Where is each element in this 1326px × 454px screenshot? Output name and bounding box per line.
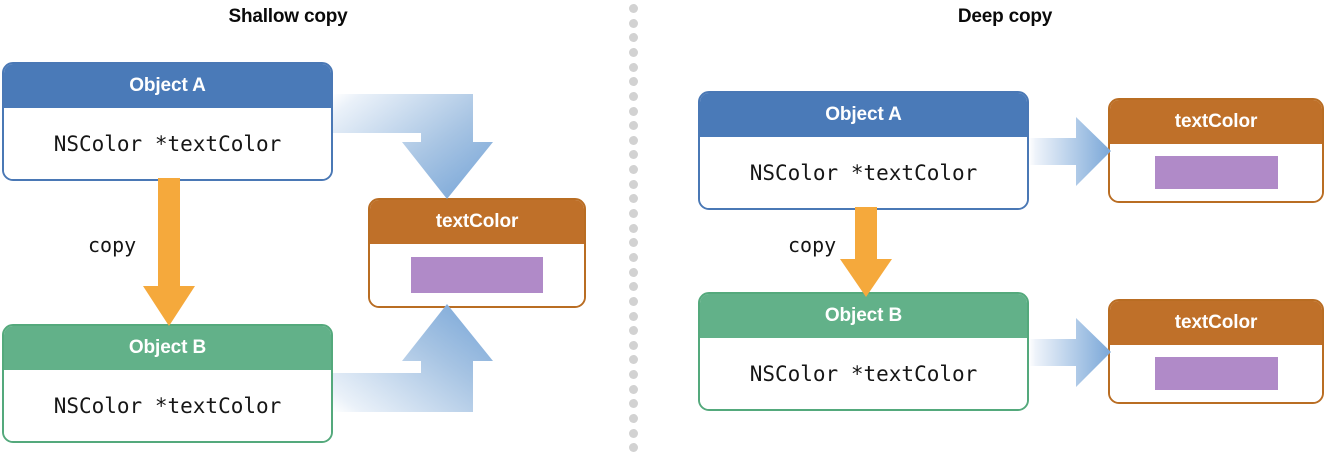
divider-dot [629, 47, 638, 57]
right-textcolor-a-color-swatch [1154, 156, 1278, 189]
divider-dot [629, 194, 638, 204]
divider-dot [629, 62, 638, 72]
divider-dot [629, 370, 638, 380]
left-object-a-body: NSColor *textColor [4, 108, 331, 179]
left-object-b-code: NSColor *textColor [53, 393, 282, 418]
right-object-b-header: Object B [700, 294, 1027, 338]
divider-dot [629, 91, 638, 101]
right-textcolor-b-color-swatch [1154, 357, 1278, 390]
right-textcolor-b-body [1110, 345, 1322, 402]
right-textcolor-b-header: textColor [1110, 301, 1322, 345]
right-copy-label: copy [788, 233, 837, 257]
left-arrow-object-b-to-textcolor [333, 304, 493, 412]
left-panel-title: Shallow copy [228, 6, 348, 27]
divider-dot [629, 179, 638, 189]
right-arrow-object-b-to-textcolor-b [1029, 318, 1111, 387]
divider-dot [629, 326, 638, 336]
divider-dot [629, 121, 638, 131]
divider-dot [629, 135, 638, 145]
divider-dot [629, 399, 638, 409]
divider-dot [629, 340, 638, 350]
divider-dot [629, 384, 638, 394]
divider-dot [629, 33, 638, 43]
divider-dot [629, 223, 638, 233]
left-textcolor-color-swatch [411, 257, 543, 293]
left-object-a-header: Object A [4, 64, 331, 108]
left-arrow-object-a-to-textcolor [333, 94, 493, 199]
right-textcolor-a-header: textColor [1110, 100, 1322, 144]
divider-dot [629, 209, 638, 219]
divider-dot [629, 282, 638, 292]
left-object-b-header: Object B [4, 326, 331, 370]
divider-dot [629, 238, 638, 248]
divider-dot [629, 428, 638, 438]
right-textcolor-a-body [1110, 144, 1322, 201]
divider-dot [629, 4, 638, 13]
divider-dot [629, 267, 638, 277]
right-object-b-body: NSColor *textColor [700, 338, 1027, 409]
left-object-b-card[interactable]: Object B NSColor *textColor [2, 324, 333, 443]
divider-dot [629, 150, 638, 160]
right-object-b-code: NSColor *textColor [749, 361, 978, 386]
divider-dot [629, 18, 638, 28]
dotted-vertical-divider [628, 0, 640, 454]
left-object-a-card[interactable]: Object A NSColor *textColor [2, 62, 333, 181]
right-object-b-card[interactable]: Object B NSColor *textColor [698, 292, 1029, 411]
divider-dot [629, 165, 638, 175]
right-copy-arrow [840, 207, 892, 297]
right-arrow-object-a-to-textcolor-a [1029, 117, 1111, 186]
right-textcolor-b-card[interactable]: textColor [1108, 299, 1324, 404]
left-object-b-body: NSColor *textColor [4, 370, 331, 441]
divider-dot [629, 311, 638, 321]
left-textcolor-card[interactable]: textColor [368, 198, 586, 308]
right-object-a-header: Object A [700, 93, 1027, 137]
left-textcolor-body [370, 244, 584, 306]
divider-dot [629, 106, 638, 116]
divider-dot [629, 296, 638, 306]
left-copy-arrow [143, 178, 195, 326]
divider-dot [629, 355, 638, 365]
divider-dot [629, 414, 638, 424]
left-copy-label: copy [88, 233, 137, 257]
right-object-a-code: NSColor *textColor [749, 160, 978, 185]
left-textcolor-header: textColor [370, 200, 584, 244]
divider-dot [629, 443, 638, 453]
left-object-a-code: NSColor *textColor [53, 131, 282, 156]
divider-dot [629, 252, 638, 262]
right-textcolor-a-card[interactable]: textColor [1108, 98, 1324, 203]
right-object-a-card[interactable]: Object A NSColor *textColor [698, 91, 1029, 210]
right-panel-title: Deep copy [957, 6, 1053, 27]
divider-dot [629, 77, 638, 87]
right-object-a-body: NSColor *textColor [700, 137, 1027, 208]
